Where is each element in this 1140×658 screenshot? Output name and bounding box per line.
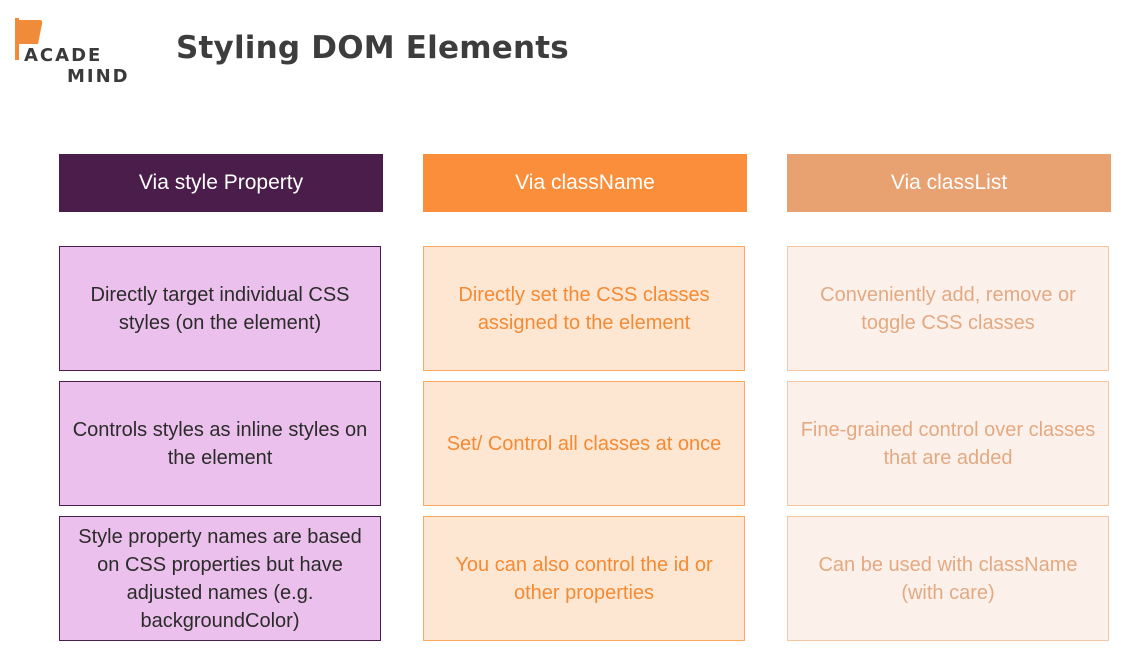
header-classname: Via className — [423, 154, 747, 212]
academind-logo: ACADE MIND — [12, 18, 130, 88]
classname-cell-2: Set/ Control all classes at once — [423, 381, 745, 506]
classname-cell-1: Directly set the CSS classes assigned to… — [423, 246, 745, 371]
header-classlist: Via classList — [787, 154, 1111, 212]
style-property-cell-3: Style property names are based on CSS pr… — [59, 516, 381, 641]
slide-title: Styling DOM Elements — [176, 30, 569, 66]
logo-text-line2: MIND — [67, 66, 130, 87]
style-property-cell-1: Directly target individual CSS styles (o… — [59, 246, 381, 371]
classlist-cell-1: Conveniently add, remove or toggle CSS c… — [787, 246, 1109, 371]
classname-cell-3: You can also control the id or other pro… — [423, 516, 745, 641]
header-style-property: Via style Property — [59, 154, 383, 212]
logo-text-line1: ACADE — [24, 45, 103, 66]
style-property-cell-2: Controls styles as inline styles on the … — [59, 381, 381, 506]
classlist-cell-2: Fine-grained control over classes that a… — [787, 381, 1109, 506]
classlist-cell-3: Can be used with className (with care) — [787, 516, 1109, 641]
logo-flag-icon — [15, 18, 43, 60]
